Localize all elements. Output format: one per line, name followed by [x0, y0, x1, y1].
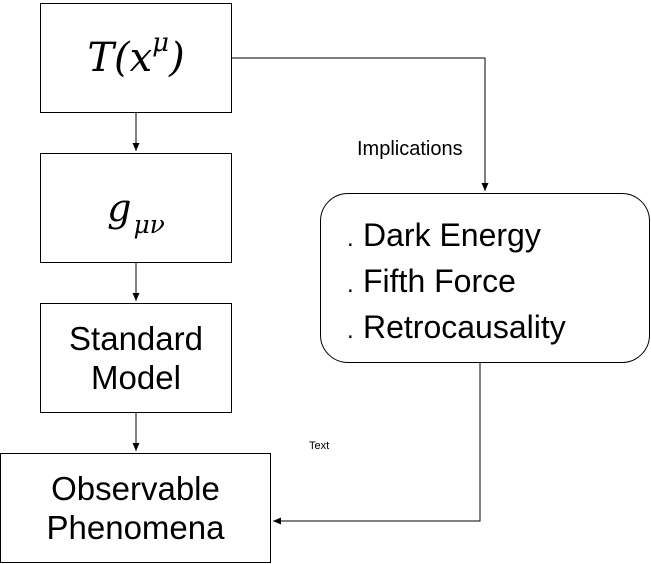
observable-phenomena-label: Observable Phenomena — [47, 469, 225, 547]
list-item: . Retrocausality — [347, 306, 566, 352]
standard-model-label: Standard Model — [69, 319, 203, 397]
bullet-dot: . — [347, 271, 354, 298]
item-text-fifth-force: Fifth Force — [363, 263, 516, 299]
standard-model-line2: Model — [91, 359, 181, 396]
node-observable-phenomena[interactable]: Observable Phenomena — [0, 453, 271, 563]
edge-implications-to-observable — [273, 363, 481, 525]
t-of-x-base: T(x — [87, 35, 153, 81]
item-text-dark-energy: Dark Energy — [363, 217, 541, 253]
implications-list: . Dark Energy . Fifth Force . Retrocausa… — [347, 214, 566, 352]
bullet-dot: . — [347, 317, 354, 344]
standard-model-line1: Standard — [69, 320, 203, 357]
metric-g-base: g — [107, 186, 132, 230]
node-standard-model[interactable]: Standard Model — [40, 303, 232, 413]
bullet-dot: . — [347, 225, 354, 252]
list-item: . Fifth Force — [347, 260, 566, 306]
edge-label-implications: Implications — [357, 138, 463, 160]
node-implications-list[interactable]: . Dark Energy . Fifth Force . Retrocausa… — [320, 193, 650, 363]
edge-t-to-implications — [232, 57, 489, 191]
metric-g-subscript: μν — [133, 210, 165, 239]
observable-line2: Phenomena — [46, 509, 225, 546]
list-item: . Dark Energy — [347, 214, 566, 260]
edge-label-text: Text — [309, 440, 330, 452]
observable-line1: Observable — [51, 470, 220, 507]
t-of-x-superscript: μ — [152, 28, 170, 58]
t-of-x-close: ) — [169, 35, 185, 81]
item-text-retrocausality: Retrocausality — [363, 309, 566, 345]
